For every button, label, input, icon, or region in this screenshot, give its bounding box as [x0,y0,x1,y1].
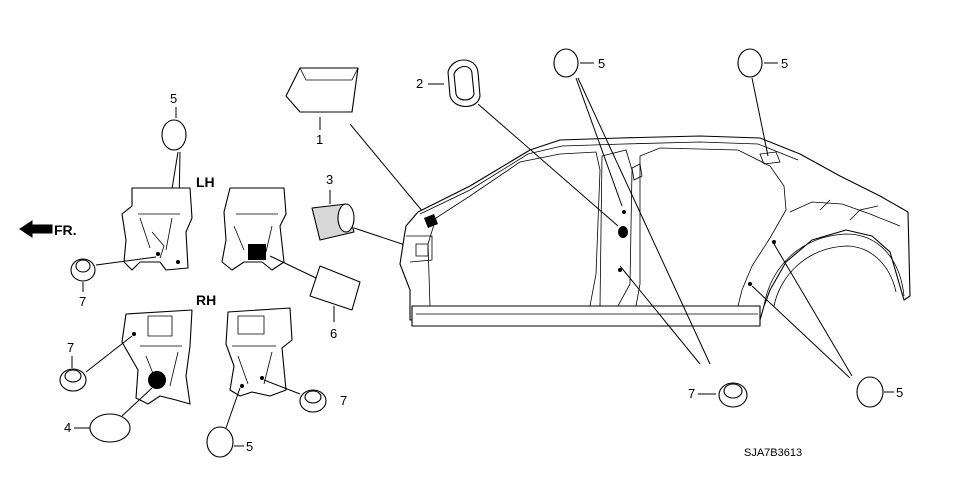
callout-1: 1 [316,132,323,147]
lh-floor-panel-right [221,187,287,271]
callout-5-pillar: 5 [598,56,605,71]
callout-7-body: 7 [688,386,695,401]
sheet-part-6: 6 [269,255,361,341]
callout-5-top: 5 [170,91,177,106]
left-hand-label: LH [196,174,215,190]
grommet-part-7-rh-right: 7 [263,379,347,413]
callout-5-rear-bottom: 5 [896,385,903,400]
plug-part-4: 4 [64,387,153,443]
plug-cap-part-5-rh-bottom: 5 [206,387,253,458]
plug-cap-part-5-rear-bottom: 5 [751,243,903,408]
callout-4: 4 [64,420,71,435]
front-direction-label: FR. [54,222,77,238]
foam-part-3: 3 [311,172,421,251]
plug-cap-part-5-rear-top: 5 [737,48,788,157]
callout-7-lh: 7 [79,294,86,309]
callout-7-rh-left: 7 [67,340,74,355]
grommet-part-7-lh: 7 [70,256,157,309]
callout-5-rh-bottom: 5 [246,439,253,454]
grommet-part-7-rh-left: 7 [59,335,133,392]
front-arrow-icon [19,220,53,238]
callout-5-rear-top: 5 [781,56,788,71]
rh-floor-panel-right [225,307,293,397]
grommet-part-2: 2 [416,59,619,227]
callout-6: 6 [330,326,337,341]
rh-floor-panel-left [121,309,193,405]
grommet-part-7-body: 7 [688,382,748,408]
body-side-frame [399,135,911,327]
plug-cap-part-5-top [161,119,187,151]
callout-7-rh-right: 7 [340,393,347,408]
diagram-code: SJA7B3613 [744,447,802,459]
lh-floor-panel-left [121,187,193,271]
right-hand-label: RH [196,292,216,308]
front-direction-indicator: FR. [19,220,77,238]
insulator-part-1: 1 [285,67,429,219]
callout-3: 3 [326,172,333,187]
callout-2: 2 [416,76,423,91]
plug-cap-part-5-pillar: 5 [553,48,711,365]
